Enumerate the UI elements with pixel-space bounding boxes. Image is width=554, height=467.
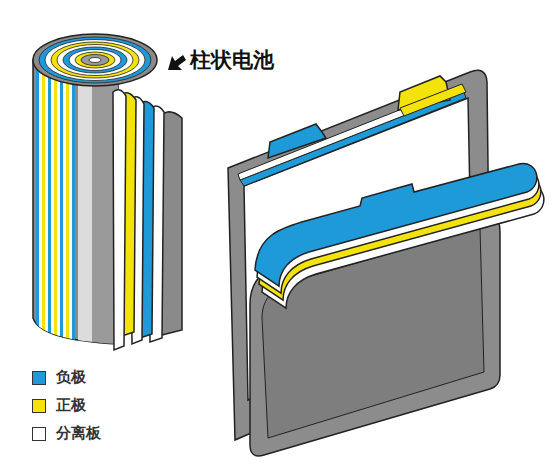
legend-text: 正极 [56,396,86,415]
legend-entry: 分离板 [32,424,101,443]
legend-swatch [32,399,46,413]
legend-entry: 负极 [32,368,86,387]
legend-swatch [32,427,46,441]
part-label: 柱状电池 [190,46,274,74]
legend-swatch [32,371,46,385]
legend-text: 分离板 [56,424,101,443]
legend-entry: 正极 [32,396,86,415]
legend-text: 负极 [56,368,86,387]
prismatic-cell [228,70,544,456]
pointer-arrow [168,55,186,70]
cylinder-cell [33,34,182,360]
